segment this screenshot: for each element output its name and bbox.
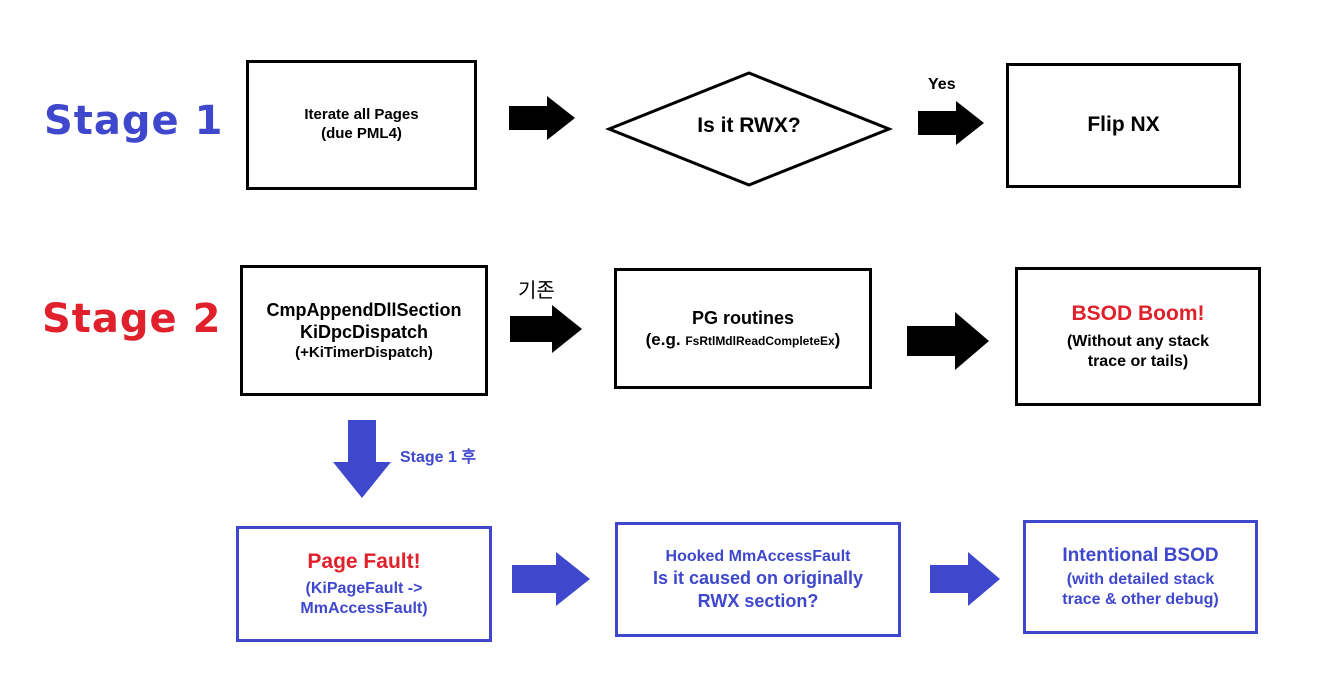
stage2-label: Stage 2 <box>42 296 222 342</box>
bsod-boom-line2: (Without any stack <box>1066 332 1210 350</box>
hooked-line1: Hooked MmAccessFault <box>665 548 851 565</box>
hooked-line3: RWX section? <box>697 590 819 611</box>
pg-function-name: FsRtlMdlReadCompleteEx <box>685 334 835 349</box>
right-arrow-icon <box>907 312 989 370</box>
pg-eg-prefix: (e.g. <box>645 330 686 350</box>
after-stage1-label: Stage 1 후 <box>400 449 477 466</box>
iterate-pages-line2: (due PML4) <box>321 125 402 142</box>
legacy-label: 기존 <box>518 278 555 302</box>
intentional-bsod-line3: trace & other debug) <box>1062 590 1219 608</box>
intentional-bsod-line2: (with detailed stack <box>1066 570 1215 588</box>
rwx-decision-text: Is it RWX? <box>697 114 801 137</box>
iterate-pages-box: Iterate all Pages (due PML4) <box>246 60 477 190</box>
page-fault-title: Page Fault! <box>307 550 421 574</box>
page-fault-box: Page Fault! (KiPageFault -> MmAccessFaul… <box>236 526 492 642</box>
right-arrow-icon <box>930 552 1000 606</box>
right-arrow-icon <box>512 552 590 606</box>
iterate-pages-line1: Iterate all Pages <box>304 106 419 124</box>
down-arrow-icon <box>333 420 391 498</box>
right-arrow-icon <box>509 96 575 140</box>
dispatch-box: CmpAppendDllSection KiDpcDispatch (+KiTi… <box>240 265 488 396</box>
bsod-boom-line3: trace or tails) <box>1087 352 1189 370</box>
hooked-line2: Is it caused on originally <box>652 568 864 588</box>
flip-nx-text: Flip NX <box>1087 113 1160 137</box>
pg-eg-suffix: ) <box>834 330 841 350</box>
page-fault-line3: MmAccessFault) <box>300 599 428 617</box>
dispatch-line1: CmpAppendDllSection <box>266 299 462 320</box>
dispatch-line2: KiDpcDispatch <box>299 322 429 343</box>
dispatch-line3: (+KiTimerDispatch) <box>295 343 433 361</box>
right-arrow-icon <box>510 305 582 353</box>
intentional-bsod-title: Intentional BSOD <box>1062 545 1219 567</box>
page-fault-line2: (KiPageFault -> <box>305 579 423 597</box>
flip-nx-box: Flip NX <box>1006 63 1241 188</box>
hooked-access-fault-box: Hooked MmAccessFault Is it caused on ori… <box>615 522 901 637</box>
pg-routines-line1: PG routines <box>691 307 794 328</box>
stage1-label: Stage 1 <box>44 98 224 144</box>
bsod-boom-title: BSOD Boom! <box>1071 302 1205 326</box>
intentional-bsod-box: Intentional BSOD (with detailed stack tr… <box>1023 520 1258 634</box>
yes-label: Yes <box>928 76 956 93</box>
pg-routines-box: PG routines (e.g. FsRtlMdlReadCompleteEx… <box>614 268 872 389</box>
bsod-boom-box: BSOD Boom! (Without any stack trace or t… <box>1015 267 1261 406</box>
rwx-decision-diamond <box>604 71 894 187</box>
right-arrow-icon <box>918 101 984 145</box>
